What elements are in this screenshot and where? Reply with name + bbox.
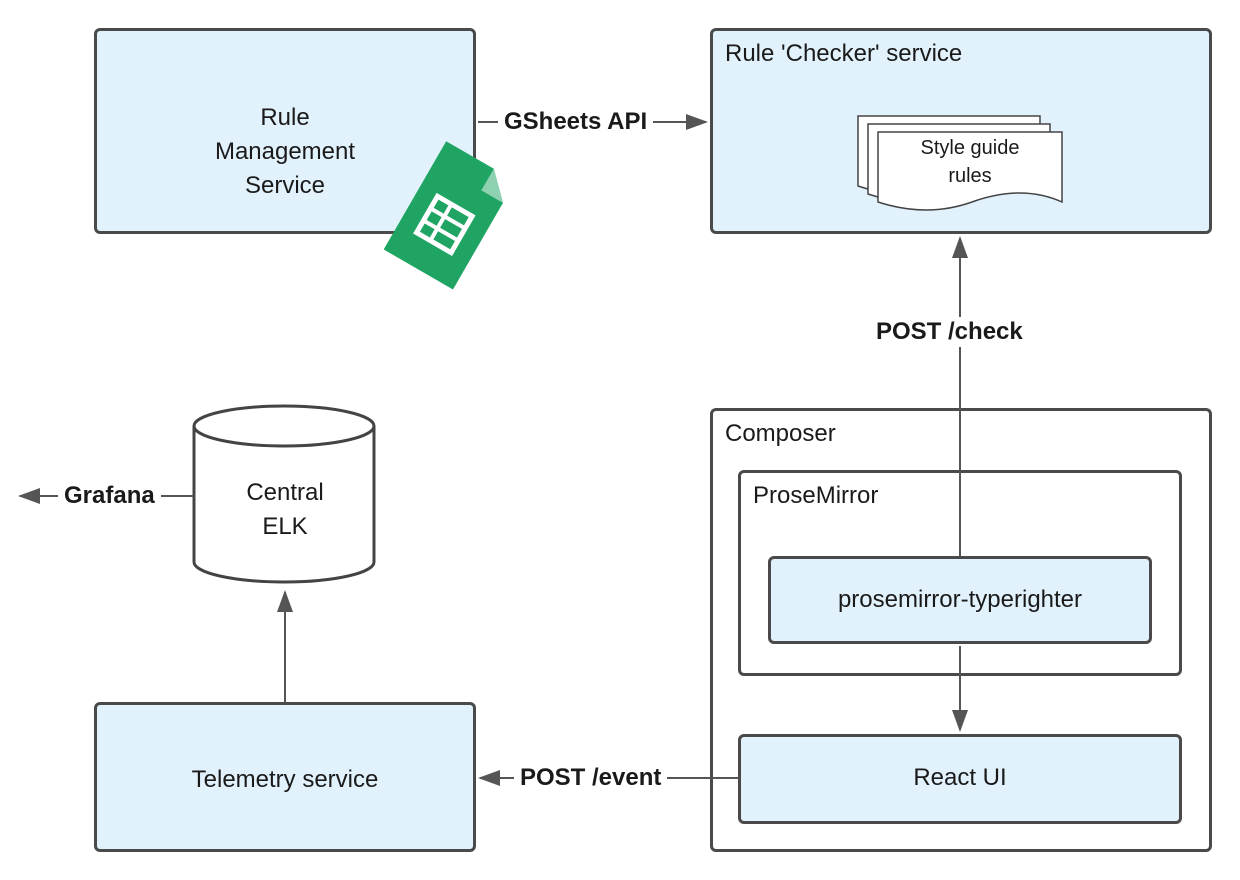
central-elk-database xyxy=(192,404,376,584)
style-guide-rules-label: Style guide rules xyxy=(920,137,1020,187)
telemetry-node: Telemetry service xyxy=(94,702,476,852)
prosemirror-label: ProseMirror xyxy=(753,482,879,509)
rule-checker-label: Rule 'Checker' service xyxy=(725,40,963,67)
typerighter-node: prosemirror-typerighter xyxy=(768,556,1152,644)
composer-label: Composer xyxy=(725,420,836,447)
react-ui-label: React UI xyxy=(913,764,1007,791)
style-guide-rules-document-icon xyxy=(857,115,1063,211)
edge-grafana-label: Grafana xyxy=(58,481,161,511)
rule-management-label: Rule Management Service xyxy=(214,104,356,199)
edge-event-label: POST /event xyxy=(514,763,668,793)
react-ui-node: React UI xyxy=(738,734,1182,824)
typerighter-label: prosemirror-typerighter xyxy=(837,586,1083,613)
edge-gsheets-label: GSheets API xyxy=(498,107,654,137)
central-elk-label: Central ELK xyxy=(246,479,324,540)
google-sheets-icon xyxy=(384,141,503,290)
telemetry-label: Telemetry service xyxy=(191,766,379,793)
rule-management-node: Rule Management Service xyxy=(94,28,476,234)
edge-check-label: POST /check xyxy=(870,317,1029,347)
